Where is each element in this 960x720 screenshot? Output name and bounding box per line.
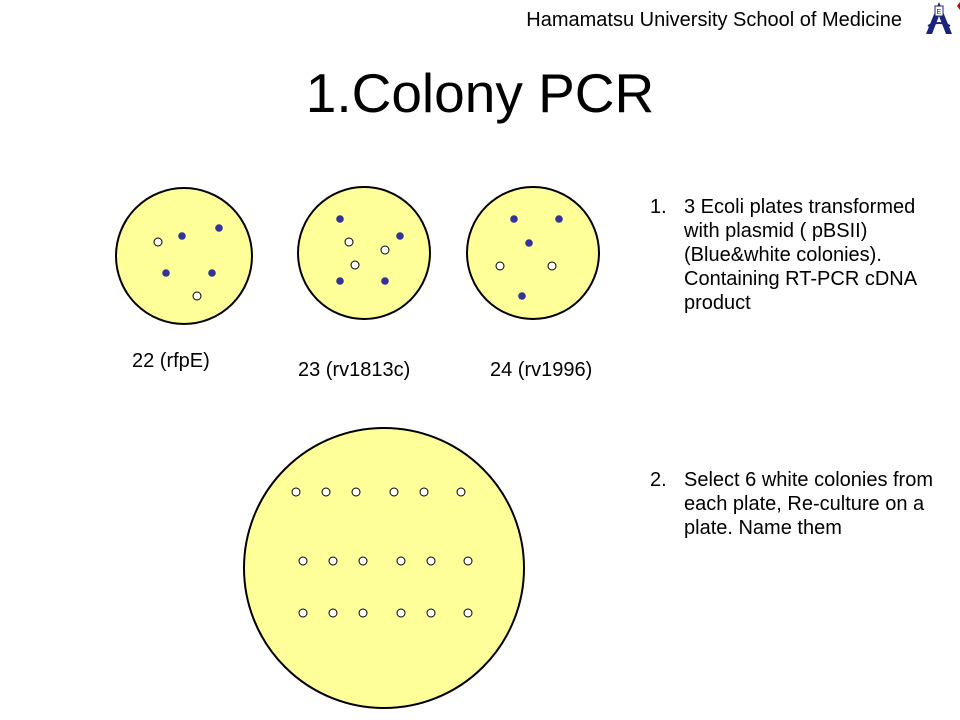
institution-name: Hamamatsu University School of Medicine bbox=[526, 9, 902, 31]
blue-colony bbox=[525, 239, 533, 247]
blue-colony bbox=[555, 215, 563, 223]
step-text: 3 Ecoli plates transformed with plasmid … bbox=[684, 196, 916, 314]
slide-title: 1.Colony PCR bbox=[305, 62, 655, 124]
white-colony bbox=[328, 608, 338, 618]
blue-colony bbox=[178, 232, 186, 240]
step-item-1: 1. 3 Ecoli plates transformed with plasm… bbox=[650, 195, 940, 315]
blue-colony bbox=[510, 215, 518, 223]
plate-label-22: 22 (rfpE) bbox=[132, 350, 210, 372]
blue-colony bbox=[396, 232, 404, 240]
white-colony bbox=[358, 556, 368, 566]
plate-dish bbox=[243, 427, 525, 709]
plate-dish bbox=[115, 187, 253, 325]
svg-text:E: E bbox=[937, 9, 942, 16]
step-list-2: 2. Select 6 white colonies from each pla… bbox=[650, 468, 940, 540]
white-colony bbox=[358, 608, 368, 618]
white-colony bbox=[396, 608, 406, 618]
blue-colony bbox=[381, 277, 389, 285]
white-colony bbox=[298, 608, 308, 618]
blue-colony bbox=[215, 224, 223, 232]
step-item-2: 2. Select 6 white colonies from each pla… bbox=[650, 468, 940, 540]
reculture-plate bbox=[243, 427, 525, 709]
plate-dish bbox=[466, 186, 600, 320]
blue-colony bbox=[518, 292, 526, 300]
white-colony bbox=[426, 556, 436, 566]
white-colony bbox=[291, 487, 301, 497]
white-colony bbox=[192, 291, 202, 301]
blue-colony bbox=[162, 269, 170, 277]
step-text: Select 6 white colonies from each plate,… bbox=[684, 469, 934, 539]
plate-22 bbox=[115, 187, 253, 325]
white-colony bbox=[456, 487, 466, 497]
step-number: 1. bbox=[650, 196, 667, 218]
white-colony bbox=[463, 556, 473, 566]
plate-23 bbox=[297, 186, 431, 320]
plate-label-23: 23 (rv1813c) bbox=[298, 359, 411, 381]
white-colony bbox=[380, 245, 390, 255]
white-colony bbox=[389, 487, 399, 497]
plate-label-24: 24 (rv1996) bbox=[490, 359, 593, 381]
white-colony bbox=[463, 608, 473, 618]
white-colony bbox=[426, 608, 436, 618]
white-colony bbox=[344, 237, 354, 247]
blue-colony bbox=[336, 215, 344, 223]
white-colony bbox=[495, 261, 505, 271]
university-emblem-icon: E bbox=[926, 2, 960, 34]
blue-colony bbox=[208, 269, 216, 277]
white-colony bbox=[547, 261, 557, 271]
white-colony bbox=[321, 487, 331, 497]
step-list-1: 1. 3 Ecoli plates transformed with plasm… bbox=[650, 195, 940, 315]
plate-24 bbox=[466, 186, 600, 320]
white-colony bbox=[419, 487, 429, 497]
blue-colony bbox=[336, 277, 344, 285]
white-colony bbox=[396, 556, 406, 566]
white-colony bbox=[328, 556, 338, 566]
white-colony bbox=[298, 556, 308, 566]
plate-dish bbox=[297, 186, 431, 320]
white-colony bbox=[351, 487, 361, 497]
white-colony bbox=[153, 237, 163, 247]
white-colony bbox=[350, 260, 360, 270]
step-number: 2. bbox=[650, 469, 667, 491]
